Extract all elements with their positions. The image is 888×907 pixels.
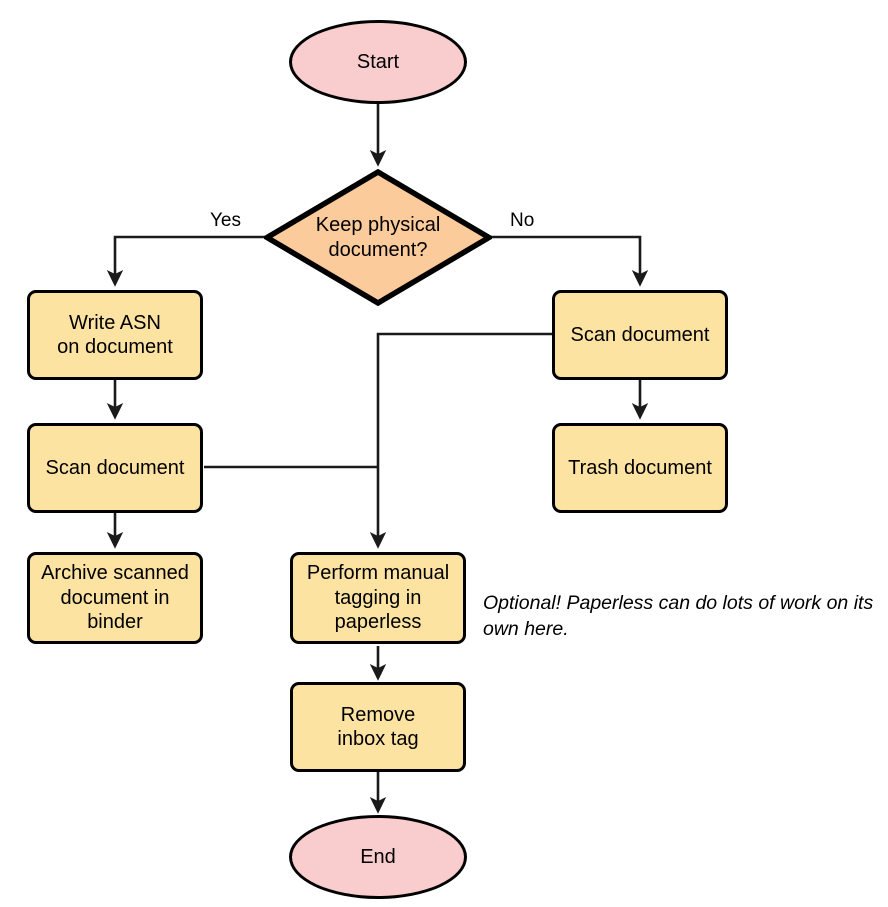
node-scan-document-right-label: Scan document (570, 323, 710, 346)
annotation-optional-note: Optional! Paperless can do lots of work … (483, 592, 874, 641)
diamond-shape (264, 169, 492, 306)
node-start-label: Start (356, 50, 400, 73)
node-end-label: End (360, 845, 396, 868)
edge-decision-yes-to-write-asn (106, 235, 265, 287)
node-end[interactable]: End (289, 815, 467, 899)
edge-label-no: No (508, 210, 537, 232)
node-perform-manual-tagging[interactable]: Perform manual tagging in paperless (290, 552, 466, 644)
node-remove-inbox-tag[interactable]: Remove inbox tag (290, 682, 466, 772)
node-scan-document-right[interactable]: Scan document (552, 290, 728, 380)
node-write-asn-label: Write ASN on document (57, 311, 173, 358)
edge-scan-right-to-tagging (369, 332, 552, 549)
node-remove-inbox-tag-label: Remove inbox tag (337, 703, 419, 750)
node-trash-document[interactable]: Trash document (552, 423, 728, 513)
node-start[interactable]: Start (289, 20, 467, 104)
node-archive-label: Archive scanned document in binder (41, 562, 189, 634)
edge-label-yes: Yes (208, 210, 243, 232)
node-tagging-label: Perform manual tagging in paperless (306, 562, 450, 634)
node-decision-label: Keep physical document? (315, 214, 441, 261)
node-trash-document-label: Trash document (568, 456, 712, 479)
node-scan-document-left[interactable]: Scan document (27, 423, 203, 513)
node-scan-document-left-label: Scan document (45, 456, 185, 479)
node-archive-scanned-document[interactable]: Archive scanned document in binder (27, 552, 203, 644)
edge-decision-no-to-scan-right (491, 235, 649, 287)
node-write-asn-on-document[interactable]: Write ASN on document (27, 290, 203, 380)
node-decision-keep-physical-document[interactable]: Keep physical document? (264, 169, 492, 306)
